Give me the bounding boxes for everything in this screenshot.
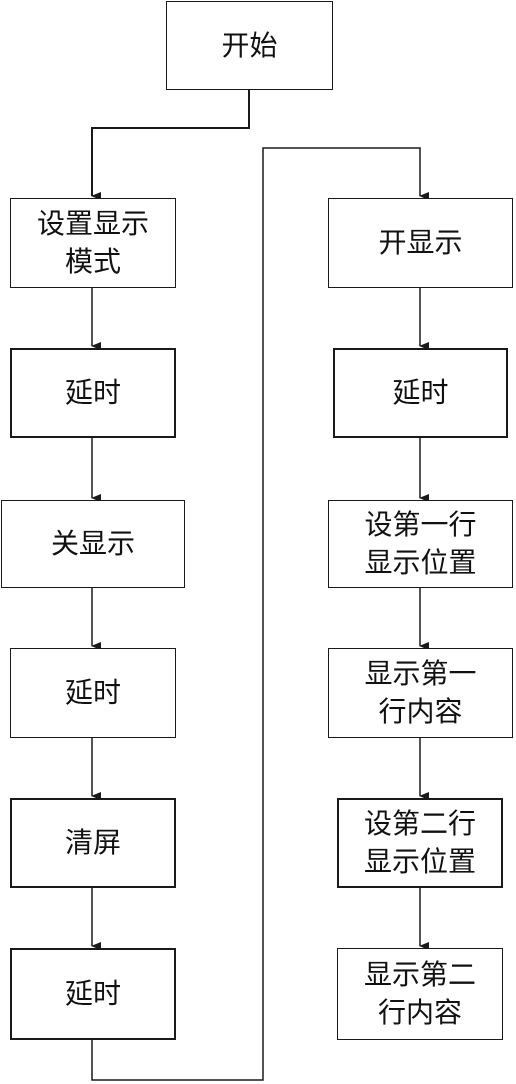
delay-node-3-label: 延时 <box>64 977 121 1011</box>
delay-node-2-label: 延时 <box>64 676 121 710</box>
delay-node-2: 延时 <box>10 648 176 738</box>
clear-screen-node: 清屏 <box>10 798 176 888</box>
edge-start-to-set-mode <box>91 90 250 200</box>
start-node: 开始 <box>166 1 333 90</box>
edge-delay-3-to-display-on <box>91 147 429 1081</box>
set-display-mode-node: 设置显示 模式 <box>10 198 176 288</box>
show-line1-content-node: 显示第一 行内容 <box>328 648 513 738</box>
show-line2-content-node: 显示第二 行内容 <box>337 948 503 1040</box>
display-on-node: 开显示 <box>328 198 513 288</box>
clear-screen-label: 清屏 <box>64 826 121 860</box>
show-line1-content-label: 显示第一 行内容 <box>364 657 477 728</box>
set-line2-position-node: 设第二行 显示位置 <box>337 798 503 888</box>
display-off-node: 关显示 <box>1 500 185 588</box>
set-display-mode-label: 设置显示 模式 <box>36 207 149 278</box>
set-line2-position-label: 设第二行 显示位置 <box>363 807 476 878</box>
delay-node-1-label: 延时 <box>64 376 121 410</box>
delay-node-3: 延时 <box>10 948 176 1040</box>
display-on-label: 开显示 <box>378 226 463 260</box>
display-off-label: 关显示 <box>50 527 135 561</box>
start-node-label: 开始 <box>221 28 278 62</box>
delay-node-4-label: 延时 <box>392 376 449 410</box>
show-line2-content-label: 显示第二 行内容 <box>363 958 476 1029</box>
set-line1-position-label: 设第一行 显示位置 <box>364 508 477 579</box>
delay-node-4: 延时 <box>333 348 508 438</box>
set-line1-position-node: 设第一行 显示位置 <box>328 500 513 588</box>
delay-node-1: 延时 <box>10 348 176 438</box>
